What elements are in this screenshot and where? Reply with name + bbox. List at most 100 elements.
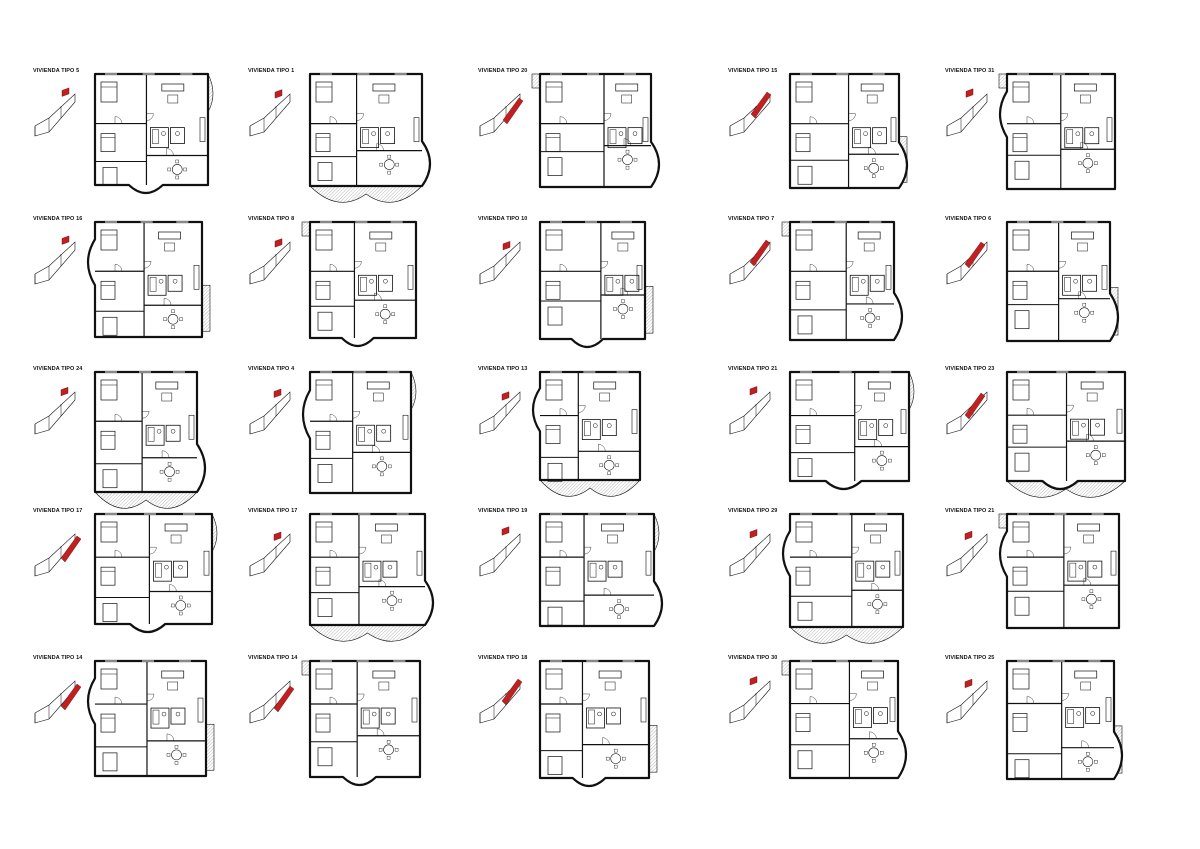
bed (100, 280, 116, 300)
plan-cell: VIVIENDA TIPO 16 (33, 216, 233, 356)
toilet (878, 711, 883, 716)
kitchen-counter (416, 550, 423, 576)
door-swing (1026, 407, 1035, 416)
bed (1014, 160, 1030, 180)
toilet (385, 131, 390, 136)
plan-cell: VIVIENDA TIPO 5 (33, 68, 233, 208)
sofa (861, 670, 884, 679)
bathroom (147, 274, 167, 296)
coffee-table (381, 534, 392, 544)
sofa (601, 523, 624, 532)
bed (102, 167, 118, 186)
unit-highlight (749, 676, 758, 686)
door-swing (329, 116, 338, 124)
toilet (877, 131, 882, 136)
sofa (164, 523, 188, 532)
bed (545, 379, 563, 401)
bathroom (627, 127, 643, 145)
door-swing (874, 439, 882, 447)
sofa (615, 83, 639, 92)
bathtub (155, 562, 162, 578)
plan-title: VIVIENDA TIPO 30 (728, 655, 778, 661)
bathroom (376, 424, 392, 442)
bed (795, 133, 811, 153)
bed (100, 713, 116, 733)
door-swing (329, 549, 338, 558)
plan-drawing (946, 512, 1121, 630)
bathtub (584, 421, 591, 436)
toilet (615, 279, 621, 284)
bathroom (858, 419, 878, 440)
bed (317, 464, 333, 483)
floor-plan (308, 72, 432, 203)
exterior-wall (1005, 659, 1124, 781)
coffee-table (167, 94, 179, 104)
toilet (1089, 131, 1095, 136)
kitchen-counter (188, 414, 195, 440)
toilet (367, 428, 372, 434)
plan-drawing (249, 370, 417, 495)
plan-title: VIVIENDA TIPO 15 (728, 68, 778, 74)
bed (1014, 452, 1030, 472)
dining-table (622, 154, 633, 165)
bathtub (152, 709, 160, 725)
plan-drawing (249, 220, 418, 348)
door-swing (142, 411, 150, 419)
unit-highlight (501, 391, 510, 401)
dining-table (868, 747, 880, 759)
sofa (860, 83, 884, 92)
floor-plan (86, 220, 211, 339)
unit-highlight (273, 685, 295, 713)
plan-title: VIVIENDA TIPO 4 (248, 366, 295, 372)
plan-cell: VIVIENDA TIPO 21 (728, 366, 928, 506)
coffee-table (164, 242, 175, 252)
door-swing (146, 113, 154, 121)
bed (102, 316, 118, 336)
plan-drawing (479, 220, 654, 349)
door-swing (1026, 264, 1035, 272)
sofa (161, 670, 185, 679)
sofa (611, 231, 635, 240)
unit-highlight (502, 241, 511, 251)
door-swing (809, 696, 818, 704)
location-key-icon (249, 680, 295, 724)
plan-cell: VIVIENDA TIPO 20 (478, 68, 678, 208)
bed (795, 668, 813, 690)
unit-highlight (964, 530, 973, 540)
bathroom (586, 707, 605, 729)
coffee-table (167, 681, 178, 691)
bed (1014, 310, 1030, 330)
bed (547, 756, 563, 775)
toilet (1076, 711, 1081, 716)
door-swing (376, 728, 385, 736)
plan-drawing (946, 659, 1124, 781)
plan-cell: VIVIENDA TIPO 10 (478, 216, 678, 356)
sofa (155, 381, 179, 390)
bed (547, 462, 563, 482)
door-swing (620, 287, 629, 296)
location-key-icon (729, 676, 771, 724)
unit-highlight (750, 91, 772, 119)
door-swing (854, 405, 862, 413)
toilet (1073, 279, 1078, 284)
bathroom (358, 274, 377, 296)
bed (1012, 713, 1028, 732)
dining-table (164, 466, 175, 478)
door-swing (869, 731, 877, 739)
unit-highlight (501, 678, 523, 706)
bathroom (356, 424, 376, 446)
plan-drawing (946, 72, 1117, 191)
kitchen-counter (1105, 697, 1112, 722)
plan-cell: VIVIENDA TIPO 7 (728, 216, 928, 356)
location-key-icon (34, 680, 82, 724)
plan-drawing (479, 659, 658, 788)
kitchen-counter (1116, 408, 1123, 434)
bathtub (1066, 129, 1074, 144)
bathtub (149, 277, 157, 292)
toilet (593, 423, 598, 428)
bathroom (145, 424, 165, 446)
plan-cell: VIVIENDA TIPO 31 (945, 68, 1145, 208)
bathtub (854, 129, 861, 144)
unit-highlight (274, 89, 283, 99)
